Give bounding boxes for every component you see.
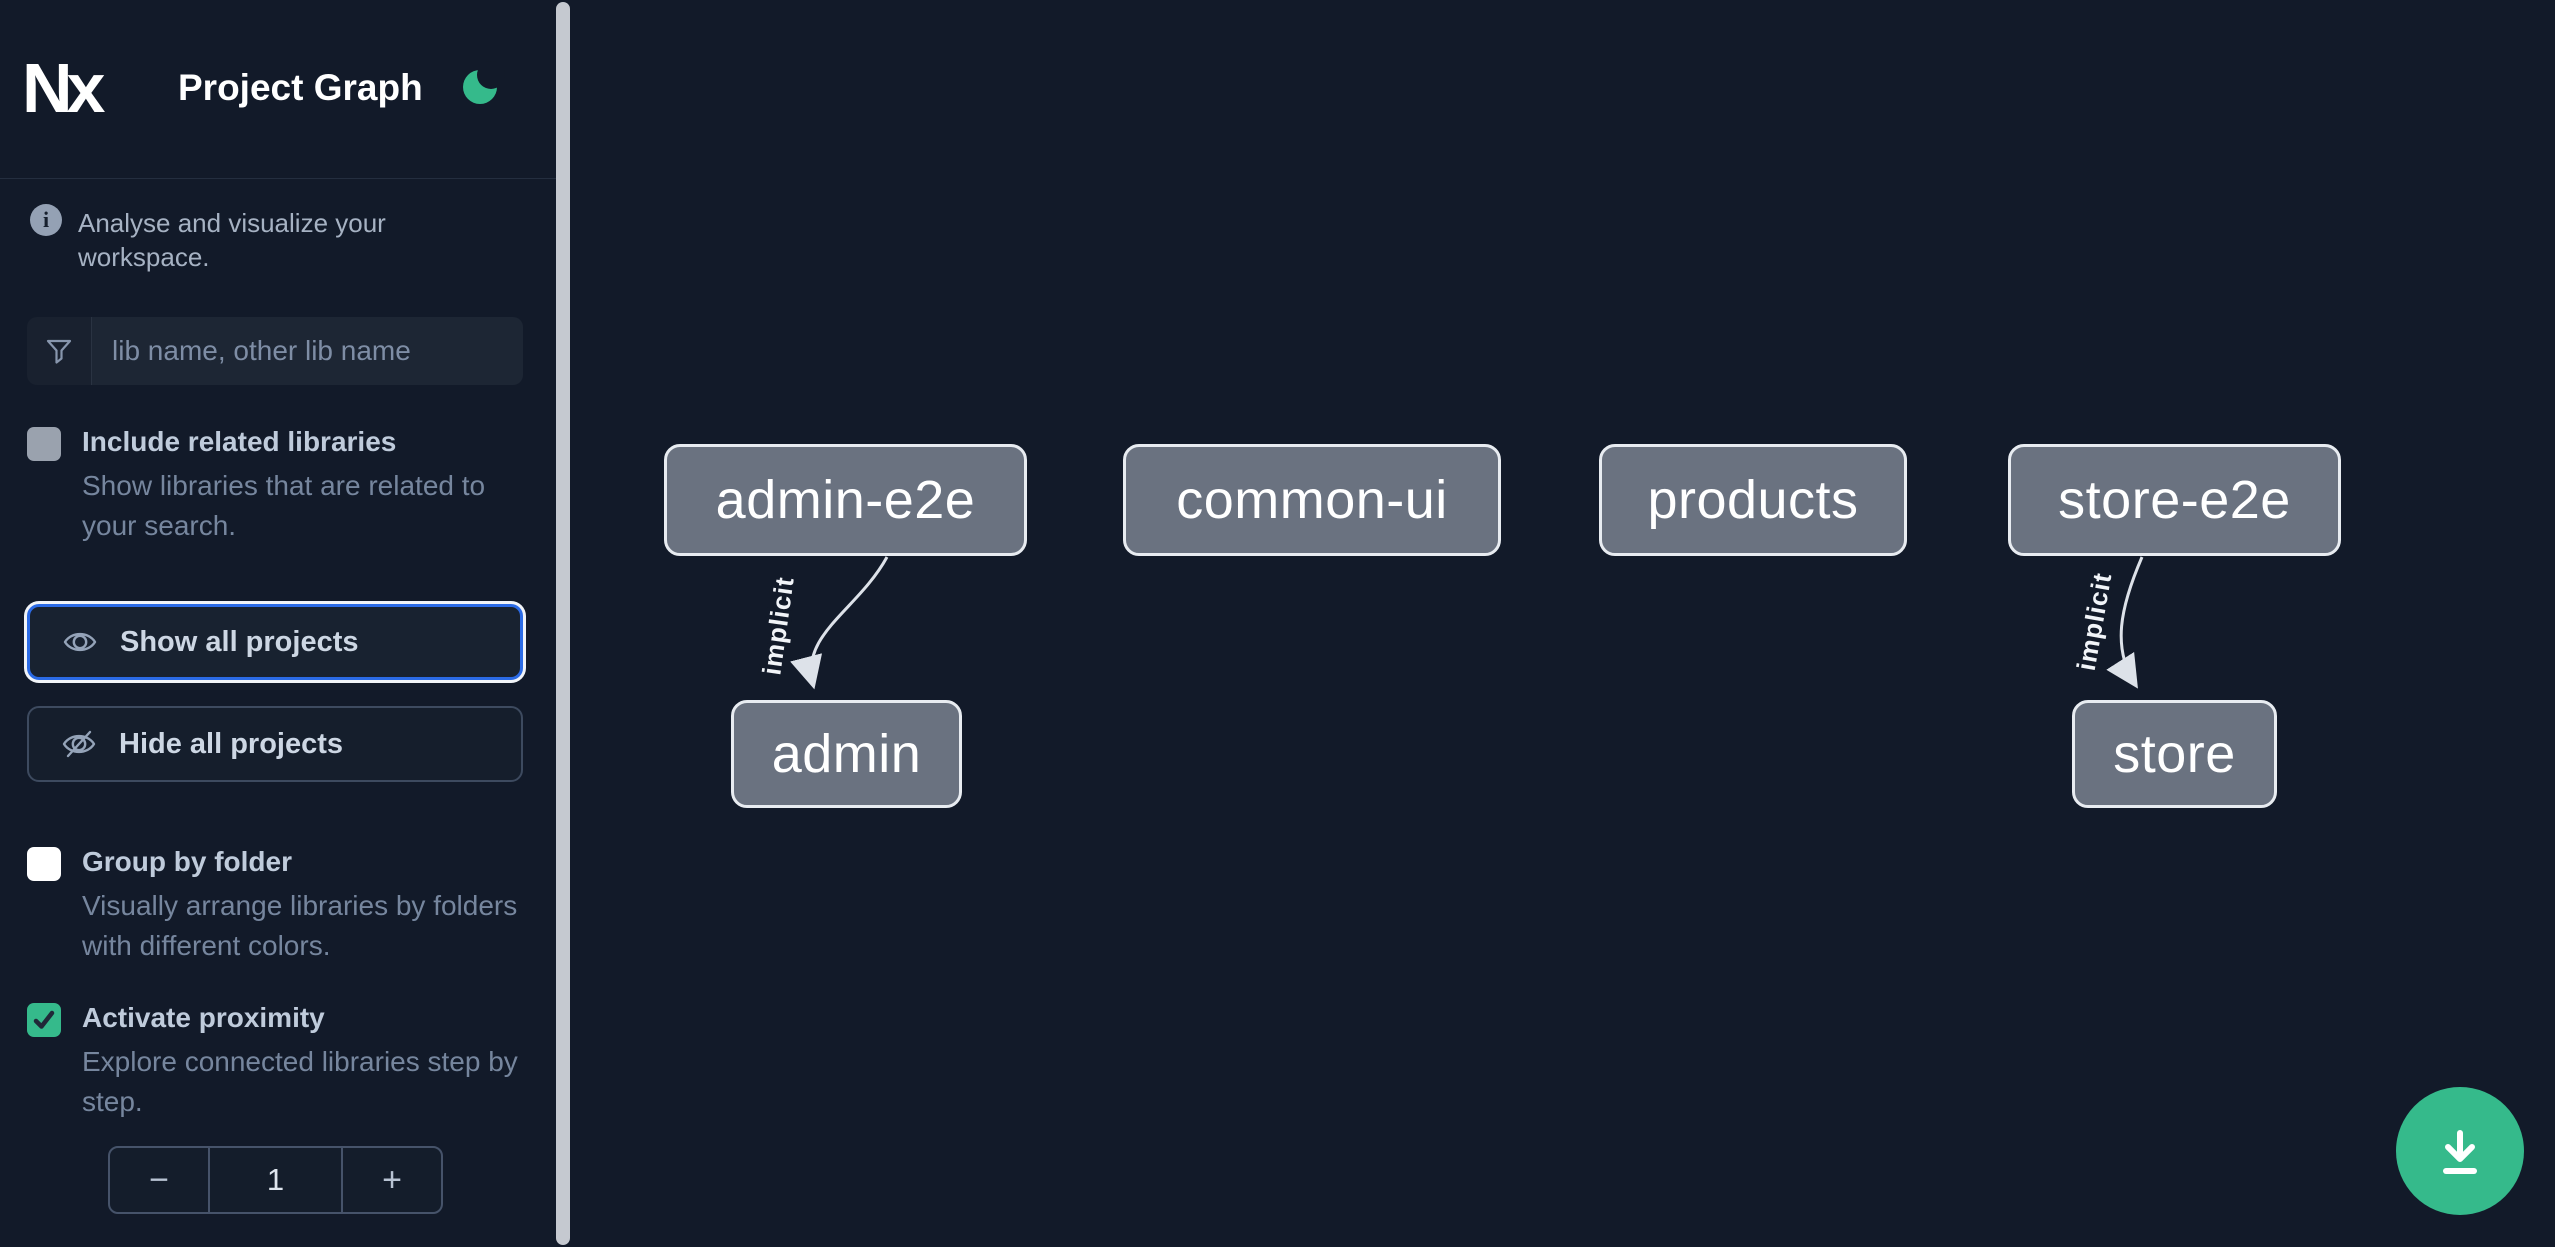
checkmark-icon <box>33 1010 55 1029</box>
graph-node-products[interactable]: products <box>1599 444 1907 556</box>
decrement-button[interactable]: − <box>110 1148 210 1212</box>
option-label: Activate proximity <box>82 1002 325 1033</box>
filter-funnel-icon <box>27 317 92 385</box>
option-description: Explore connected libraries step by step… <box>82 1046 518 1117</box>
hide-all-projects-button[interactable]: Hide all projects <box>27 706 523 782</box>
search-input[interactable] <box>92 317 523 385</box>
intro-text: Analyse and visualize your workspace. <box>78 208 386 272</box>
button-label: Show all projects <box>120 625 359 658</box>
graph-edge-admin-e2e-admin[interactable] <box>790 556 889 690</box>
graph-node-store-e2e[interactable]: store-e2e <box>2008 444 2341 556</box>
svg-text:Nx: Nx <box>22 49 106 127</box>
search-box <box>27 317 523 385</box>
download-icon <box>2443 1130 2477 1174</box>
option-activate-proximity: Activate proximity Explore connected lib… <box>27 1000 518 1122</box>
checkbox-activate-proximity[interactable] <box>27 1003 61 1037</box>
option-label: Include related libraries <box>82 426 397 457</box>
sidebar-scrollbar[interactable] <box>556 2 570 1245</box>
page-title: Project Graph <box>178 67 423 108</box>
proximity-depth-value: 1 <box>210 1148 343 1212</box>
option-include-related-libraries: Include related libraries Show libraries… <box>27 424 513 546</box>
eye-icon <box>63 632 97 652</box>
checkbox-group-by-folder[interactable] <box>27 847 61 881</box>
theme-toggle-button[interactable] <box>458 60 506 108</box>
show-all-projects-button[interactable]: Show all projects <box>27 604 523 680</box>
sidebar: Nx Project Graph i Analyse and visualize… <box>0 0 557 1247</box>
option-description: Show libraries that are related to your … <box>82 470 486 541</box>
header-divider <box>0 178 557 179</box>
graph-node-common-ui[interactable]: common-ui <box>1123 444 1501 556</box>
nx-logo: Nx <box>22 49 112 127</box>
option-group-by-folder: Group by folder Visually arrange librari… <box>27 844 517 966</box>
eye-off-icon <box>62 730 96 758</box>
download-image-button[interactable] <box>2396 1087 2524 1215</box>
proximity-depth-stepper: − 1 + <box>108 1146 443 1214</box>
button-label: Hide all projects <box>119 727 344 760</box>
moon-icon <box>463 61 505 104</box>
checkbox-include-related-libraries[interactable] <box>27 427 61 461</box>
graph-node-store[interactable]: store <box>2072 700 2277 808</box>
graph-node-admin-e2e[interactable]: admin-e2e <box>664 444 1027 556</box>
option-description: Visually arrange libraries by folders wi… <box>82 890 518 961</box>
option-label: Group by folder <box>82 846 292 877</box>
graph-edge-store-e2e-store[interactable] <box>2106 556 2144 689</box>
info-icon: i <box>30 204 62 236</box>
increment-button[interactable]: + <box>382 1160 402 1199</box>
graph-node-admin[interactable]: admin <box>731 700 962 808</box>
